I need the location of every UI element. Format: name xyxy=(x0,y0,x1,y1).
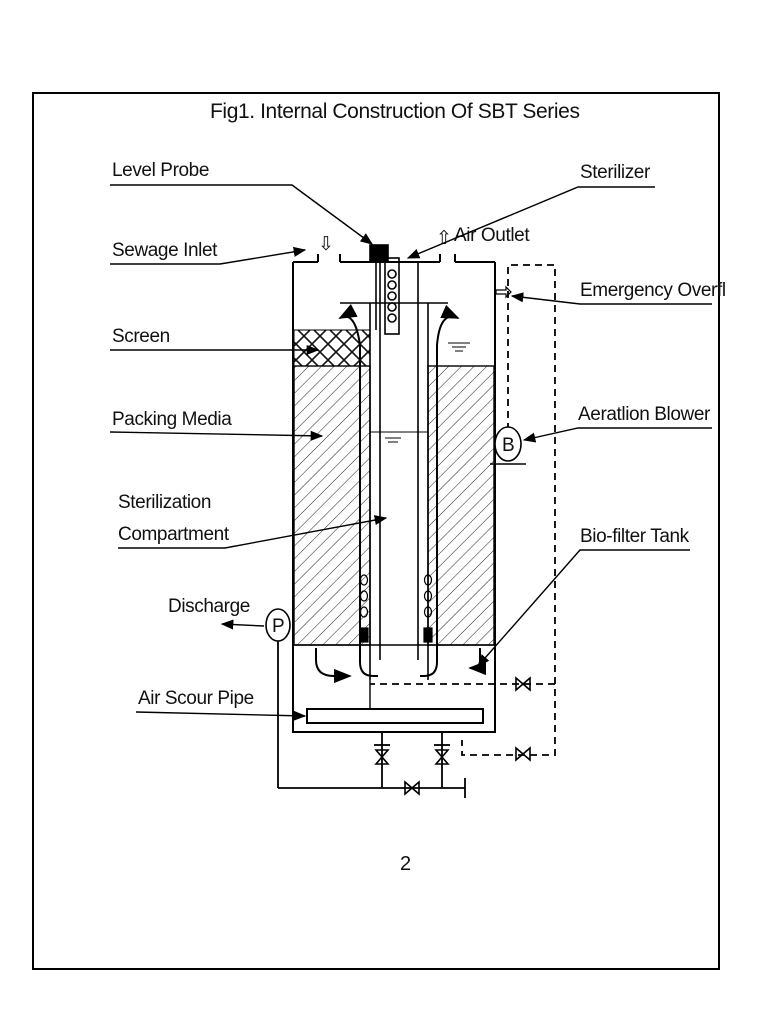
packing-media-left xyxy=(293,365,371,646)
label-air-scour-pipe: Air Scour Pipe xyxy=(138,688,254,709)
sterilization-compartment xyxy=(369,262,429,680)
label-sterilizer: Sterilizer xyxy=(580,162,651,183)
blower-symbol: B xyxy=(502,435,514,456)
valves xyxy=(374,676,531,796)
overflow-arrow-icon xyxy=(495,285,512,299)
diffuser-bubbles xyxy=(359,574,433,643)
page-number: 2 xyxy=(400,853,411,875)
aeration-blower: B xyxy=(490,426,526,465)
figure-title: Fig1. Internal Construction Of SBT Serie… xyxy=(210,100,580,123)
diagram-frame xyxy=(32,92,720,970)
sewage-inlet-arrow-icon: ⇩ xyxy=(318,234,334,255)
air-outlet-arrow-icon: ⇧ xyxy=(436,228,452,249)
discharge-pump: P xyxy=(265,608,291,642)
leader-lines xyxy=(109,184,712,721)
label-bio-filter-tank: Bio-filter Tank xyxy=(580,526,690,547)
packing-media-right xyxy=(427,365,495,646)
label-screen: Screen xyxy=(112,326,170,347)
air-lift-pipes xyxy=(315,304,487,684)
sterilizer-unit xyxy=(384,257,400,335)
label-sewage-inlet: Sewage Inlet xyxy=(112,240,218,261)
label-discharge: Discharge xyxy=(168,596,250,617)
drain-piping xyxy=(277,640,466,798)
label-sterilization: Sterilization xyxy=(118,492,211,513)
label-compartment: Compartment xyxy=(118,524,230,545)
level-probe xyxy=(369,244,389,330)
label-emergency-overflow: Emergency Overfl xyxy=(580,280,726,301)
pump-symbol: P xyxy=(272,616,284,637)
label-level-probe: Level Probe xyxy=(112,160,209,181)
air-scour-pipe xyxy=(306,708,484,724)
label-air-outlet: Air Outlet xyxy=(454,225,530,246)
water-level-marks xyxy=(385,342,470,443)
label-packing-media: Packing Media xyxy=(112,409,232,430)
label-aeration-blower: Aeratlion Blower xyxy=(578,404,711,425)
